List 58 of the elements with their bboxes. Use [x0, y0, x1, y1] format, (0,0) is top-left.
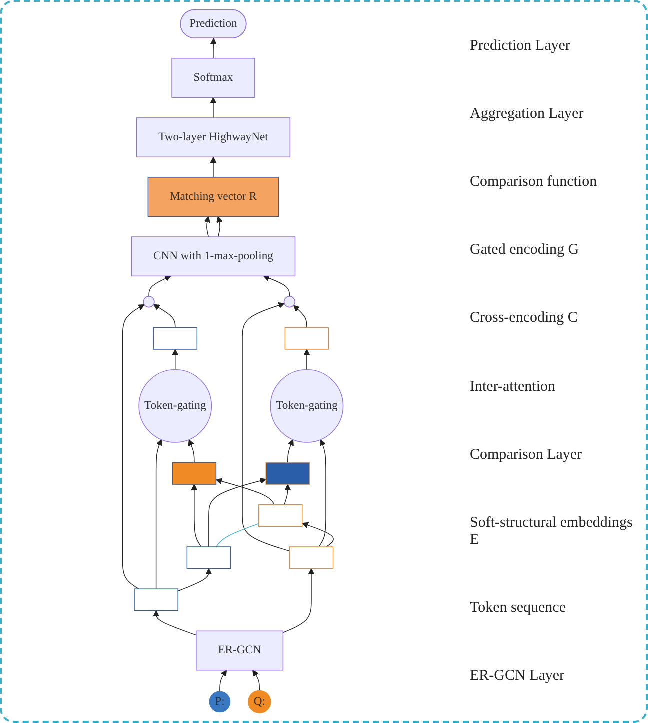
arrow: [153, 610, 197, 636]
layer-label: Token sequence: [470, 600, 567, 618]
node-box: [258, 504, 303, 528]
layer-label: ER-GCN Layer: [470, 668, 566, 686]
layer-label: Cross-encoding C: [470, 310, 579, 328]
arrow: [210, 97, 217, 118]
arrow: [242, 302, 290, 552]
node-box: [196, 630, 284, 671]
arrow: [210, 38, 217, 59]
connector: [216, 523, 260, 548]
node-circle: [284, 296, 296, 308]
arrow: [288, 439, 294, 464]
node-circle: [138, 369, 212, 443]
arrow: [216, 216, 223, 238]
node-box: [131, 236, 296, 277]
arrow: [204, 216, 210, 238]
layer-label: Gated encoding G: [470, 242, 580, 260]
arrow: [216, 478, 275, 506]
node-circle: [270, 369, 344, 443]
arrow: [156, 439, 162, 590]
node-box: [172, 462, 217, 485]
layer-label: Prediction Layer: [470, 38, 572, 55]
node-circle: [248, 690, 272, 714]
arrow: [304, 349, 310, 370]
node-box: [266, 462, 310, 485]
arrow: [191, 484, 202, 548]
arrow: [148, 276, 172, 297]
layer-label: Aggregation Layer: [470, 106, 585, 123]
arrow: [318, 439, 326, 548]
arrow: [208, 478, 266, 548]
node-box: [284, 327, 330, 350]
arrow: [252, 670, 260, 692]
node-circle: [209, 691, 231, 713]
arrow: [282, 568, 315, 634]
layer-label: Inter-attention: [470, 378, 556, 396]
flowchart: Prediction Softmax Two-layer HighwayNet Matching vector R CNN with 1-max-pooling Token-gating Token-gating ER-GCN P: Q:: [2, 4, 464, 719]
arrow: [263, 275, 290, 297]
arrow: [210, 156, 217, 178]
arrow: [153, 304, 176, 328]
node-circle: [143, 296, 155, 308]
layer-label: Comparison function: [470, 174, 598, 191]
arrow: [293, 305, 308, 328]
node-box: [136, 118, 291, 158]
arrow: [178, 568, 212, 592]
arrow: [284, 484, 292, 506]
arrow: [122, 304, 145, 590]
node-box: [134, 588, 178, 612]
arrow: [302, 522, 334, 548]
layer-label: Comparison Layer: [470, 446, 584, 464]
node-box: [289, 546, 334, 570]
arrow: [172, 349, 179, 370]
node-box: [186, 546, 232, 570]
arrow: [188, 439, 195, 464]
arrow: [220, 670, 228, 692]
node-box: [172, 58, 256, 98]
node-box: [148, 177, 280, 218]
layer-label: Soft-structural embeddings E: [470, 514, 634, 549]
node-box: [153, 327, 198, 350]
